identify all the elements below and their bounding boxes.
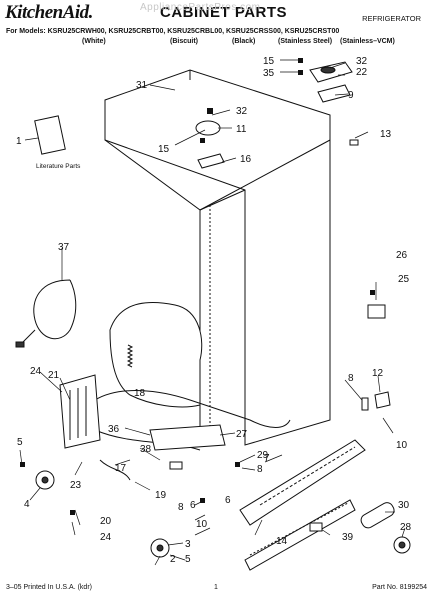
cabinet-shell bbox=[104, 69, 331, 446]
screw-icon bbox=[370, 290, 375, 295]
screw-icon bbox=[70, 510, 75, 515]
callout-9: 9 bbox=[348, 90, 354, 101]
bushing-13 bbox=[349, 139, 359, 146]
callout-11: 11 bbox=[236, 124, 247, 135]
bracket-38 bbox=[169, 461, 183, 470]
page-title: CABINET PARTS bbox=[160, 4, 288, 21]
callout-5b: 5 bbox=[185, 554, 191, 565]
callout-15: 15 bbox=[263, 56, 275, 67]
callout-25: 25 bbox=[398, 274, 410, 285]
callout-36: 36 bbox=[108, 424, 120, 435]
callout-10: 10 bbox=[396, 440, 408, 451]
literature-parts-label: Literature Parts bbox=[36, 163, 81, 170]
callout-3: 3 bbox=[185, 539, 191, 550]
callout-29: 29 bbox=[257, 450, 269, 461]
screw-icon bbox=[235, 462, 240, 467]
color-biscuit: (Biscuit) bbox=[170, 38, 198, 45]
brand-logo: KitchenAid. bbox=[5, 2, 93, 23]
callout-14: 14 bbox=[276, 536, 288, 547]
cabinet-base bbox=[94, 390, 291, 428]
callout-17: 17 bbox=[115, 463, 127, 474]
callout-6b: 6 bbox=[190, 500, 196, 511]
screw-icon bbox=[20, 462, 25, 467]
grille-bar bbox=[239, 439, 366, 526]
screw-icon bbox=[200, 498, 205, 503]
watermark: AppliancePartsPros.com bbox=[140, 2, 261, 13]
screw-icon bbox=[298, 58, 303, 63]
color-stainless: (Stainless Steel) bbox=[278, 38, 333, 45]
page-header: KitchenAid. CABINET PARTS ApplianceParts… bbox=[0, 0, 435, 50]
callout-38: 38 bbox=[140, 444, 152, 455]
callout-30: 30 bbox=[398, 500, 410, 511]
callout-19: 19 bbox=[155, 490, 167, 501]
callout-31: 31 bbox=[136, 80, 148, 91]
callout-18: 18 bbox=[134, 388, 146, 399]
color-black: (Black) bbox=[232, 38, 256, 45]
callout-16: 16 bbox=[240, 154, 252, 165]
callout-23: 23 bbox=[70, 480, 82, 491]
appliance-type: REFRIGERATOR bbox=[362, 14, 421, 23]
callout-10b: 10 bbox=[196, 519, 208, 530]
callout-8c: 8 bbox=[257, 464, 263, 475]
callout-28: 28 bbox=[400, 522, 412, 533]
callout-24: 24 bbox=[30, 366, 42, 377]
callout-39: 39 bbox=[342, 532, 354, 543]
screw-icon bbox=[298, 70, 303, 75]
model-colors: (White) (Biscuit) (Black) (Stainless Ste… bbox=[0, 38, 435, 48]
callout-7: 7 bbox=[264, 453, 270, 464]
callout-8: 8 bbox=[348, 373, 354, 384]
part-number: Part No. 8199254 bbox=[372, 584, 427, 591]
drain-tube bbox=[99, 459, 131, 481]
model-list: For Models: KSRU25CRWH00, KSRU25CRBT00, … bbox=[6, 28, 340, 35]
callout-8b: 8 bbox=[178, 502, 184, 513]
callout-15b: 15 bbox=[158, 144, 170, 155]
page-footer: 3–05 Printed In U.S.A. (kdr) 1 Part No. … bbox=[0, 580, 435, 596]
callout-labels: 1 Literature Parts 2 3 4 5 5 6 7 8 8 6 9… bbox=[16, 56, 412, 565]
screw-icon bbox=[200, 138, 205, 143]
callout-13: 13 bbox=[380, 129, 392, 140]
color-white: (White) bbox=[82, 38, 106, 45]
callout-22: 22 bbox=[356, 67, 368, 78]
callout-4: 4 bbox=[24, 499, 30, 510]
spring-18 bbox=[126, 344, 134, 368]
callout-2: 2 bbox=[170, 554, 176, 565]
spacer-cylinder bbox=[360, 502, 395, 529]
cabinet-cutaway bbox=[109, 302, 203, 408]
bracket-25 bbox=[367, 304, 386, 319]
callout-32: 32 bbox=[356, 56, 368, 67]
shield-27 bbox=[149, 424, 226, 451]
page-number: 1 bbox=[214, 584, 218, 591]
literature-parts-icon bbox=[34, 115, 66, 155]
callout-20: 20 bbox=[100, 516, 112, 527]
callout-26: 26 bbox=[396, 250, 408, 261]
clip-39 bbox=[309, 522, 323, 532]
callout-5: 5 bbox=[17, 437, 23, 448]
callout-24b: 24 bbox=[100, 532, 112, 543]
callout-35: 35 bbox=[263, 68, 275, 79]
callout-12: 12 bbox=[372, 368, 384, 379]
hinge-12 bbox=[374, 391, 391, 409]
callout-6: 6 bbox=[225, 495, 231, 506]
callout-27: 27 bbox=[236, 429, 248, 440]
left-bracket bbox=[59, 374, 101, 449]
power-cord bbox=[33, 279, 77, 340]
color-stainless-vcm: (Stainless–VCM) bbox=[340, 38, 395, 45]
callout-37: 37 bbox=[58, 242, 70, 253]
callout-1: 1 bbox=[16, 136, 22, 147]
callout-32b: 32 bbox=[236, 106, 248, 117]
callout-21: 21 bbox=[48, 370, 60, 381]
print-info: 3–05 Printed In U.S.A. (kdr) bbox=[6, 584, 92, 591]
screw-icon bbox=[207, 108, 213, 114]
